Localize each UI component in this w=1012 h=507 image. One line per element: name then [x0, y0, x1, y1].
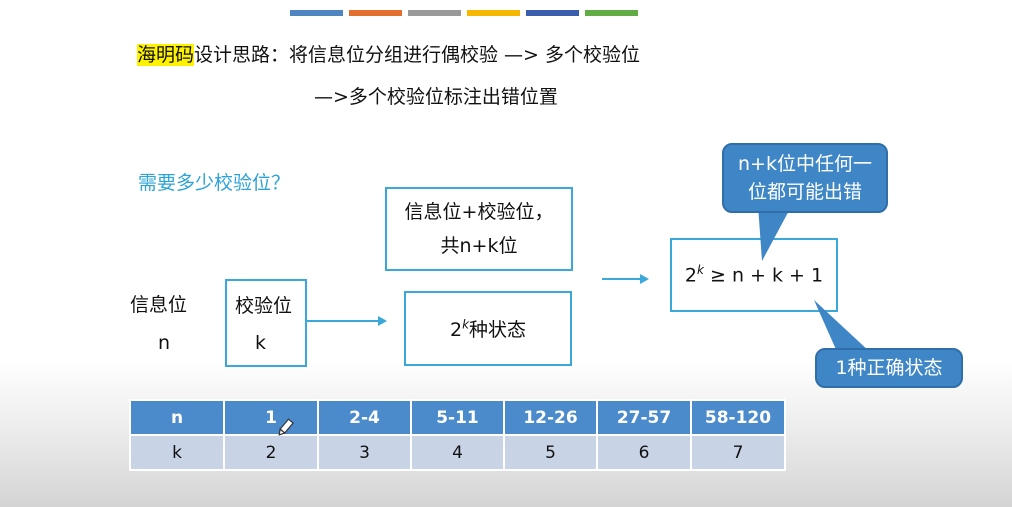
table-cell: 2 [223, 434, 319, 471]
table-cell: n [129, 399, 225, 436]
stripe-navy [526, 10, 579, 16]
stripe-green [585, 10, 638, 16]
arrow-right-icon [306, 316, 387, 326]
table-cell: 5 [503, 434, 598, 471]
inequality-expression: 2k ≥ n + k + 1 [684, 263, 824, 287]
callout-correct-state: 1种正确状态 [815, 348, 963, 388]
table-cell: 12-26 [503, 399, 598, 436]
states-expression: 2k种状态 [449, 317, 527, 341]
inequality-box: 2k ≥ n + k + 1 [670, 238, 838, 312]
table-cell: 27-57 [596, 399, 692, 436]
design-idea-text: 设计思路：将信息位分组进行偶校验 —> 多个校验位 [194, 44, 641, 66]
table-row-k: k 2 3 4 5 6 7 [129, 434, 786, 471]
pen-cursor-icon [278, 418, 294, 436]
table-cell: 6 [596, 434, 692, 471]
question-heading: 需要多少校验位？ [138, 172, 291, 194]
stripe-blue [290, 10, 343, 16]
design-idea-line-1: 海明码设计思路：将信息位分组进行偶校验 —> 多个校验位 [137, 40, 640, 67]
check-bits-box: 校验位 k [225, 279, 307, 367]
table-row-n: n 1 2-4 5-11 12-26 27-57 58-120 [129, 399, 786, 436]
table-cell: 1 [223, 399, 319, 436]
total-bits-line-1: 信息位+校验位， [404, 201, 554, 223]
callout-pointer-top [758, 205, 792, 261]
info-bits-var: n [158, 332, 171, 354]
table-cell: 7 [690, 434, 786, 471]
states-box: 2k种状态 [404, 291, 572, 366]
n-k-table: n 1 2-4 5-11 12-26 27-57 58-120 k 2 3 4 … [129, 399, 786, 471]
table-cell: 2-4 [317, 399, 412, 436]
design-idea-line-2: —>多个校验位标注出错位置 [314, 86, 558, 108]
check-bits-label: 校验位 [235, 295, 293, 317]
stripe-yellow [467, 10, 520, 16]
stripe-orange [349, 10, 402, 16]
stripe-gray [408, 10, 461, 16]
check-bits-var: k [255, 332, 267, 354]
table-cell: k [129, 434, 225, 471]
callout-any-bit-error: n+k位中任何一 位都可能出错 [722, 143, 888, 213]
arrow-right-icon [602, 274, 649, 284]
hamming-code-highlight: 海明码 [137, 44, 195, 66]
total-bits-box: 信息位+校验位， 共n+k位 [385, 187, 573, 271]
header-color-stripes [290, 10, 638, 16]
info-bits-label: 信息位 [130, 294, 188, 316]
table-cell: 5-11 [410, 399, 505, 436]
table-cell: 3 [317, 434, 412, 471]
callout-pointer-bottom [814, 300, 870, 354]
total-bits-line-2: 共n+k位 [440, 235, 518, 257]
table-cell: 58-120 [690, 399, 786, 436]
table-cell: 4 [410, 434, 505, 471]
